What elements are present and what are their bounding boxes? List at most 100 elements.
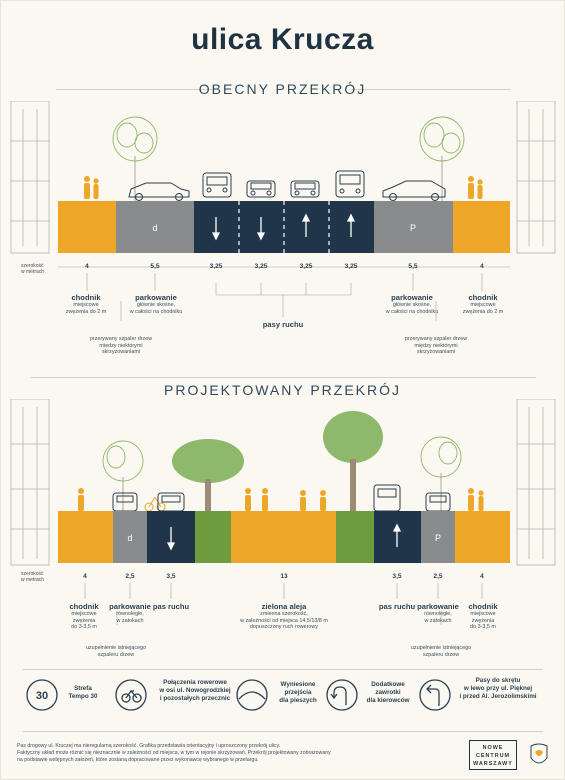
parking-left	[113, 511, 147, 563]
divider	[23, 669, 543, 670]
projected-parking-left-sub: równoległe, w zatokach	[116, 611, 144, 624]
car-front-3	[290, 180, 320, 198]
current-trees-right-note: przerywany szpaler drzew między niektóry…	[404, 336, 468, 356]
current-sidewalk-right-sub: miejscowe zwężenia do 2 m	[462, 302, 504, 315]
current-cross-section: d P	[10, 101, 556, 268]
projected-cross-section: d P	[10, 399, 556, 566]
pedestrians-left	[84, 176, 99, 199]
alley-green-left	[195, 511, 231, 563]
lane-arrows	[166, 523, 402, 551]
sidewalk-left	[58, 511, 113, 563]
car-side-left	[128, 182, 190, 201]
tree-left	[112, 116, 158, 201]
width-value: 3,25	[254, 263, 268, 270]
legend-uturns: Dodatkowe zawrotki dla kierowców	[366, 681, 410, 704]
current-leader-lines	[86, 273, 483, 321]
legend-bike: Połączenia rowerowe w osi ul. Nowogrodzk…	[159, 679, 231, 702]
pedestrians-right	[468, 488, 484, 511]
current-parking-right-sub: głównie skośne, w całości na chodniku	[385, 302, 439, 315]
current-sidewalk-left-sub: miejscowe zwężenia do 2 m	[65, 302, 107, 315]
width-value: 3,25	[299, 263, 313, 270]
legend-icons: 30	[26, 679, 451, 711]
projected-alley-title: zielona aleja	[261, 602, 307, 611]
car-front-lane-right	[373, 484, 401, 512]
divider	[31, 377, 536, 378]
sidewalk-left	[58, 201, 116, 253]
van-front	[335, 170, 365, 198]
width-value: 5,5	[150, 263, 160, 270]
building-left	[10, 101, 50, 254]
alley-walk	[231, 511, 336, 563]
projected-lane-left-title: pas ruchu	[152, 602, 190, 611]
legend-tempo30: Strefa Tempo 30	[68, 685, 98, 700]
projected-section-title: PROJEKTOWANY PRZEKRÓJ	[164, 382, 401, 398]
legend-crossings: Wyniesione przejścia dla pieszych	[279, 681, 317, 704]
legend-left-turn: Pasy do skrętu w lewo przy ul. Pięknej i…	[459, 677, 537, 700]
width-value: 3,25	[344, 263, 358, 270]
page-title: ulica Krucza	[191, 23, 374, 56]
building-right	[516, 101, 556, 254]
projected-parking-right-title: parkowanie	[417, 602, 459, 611]
building-left	[10, 399, 50, 566]
current-section-title: OBECNY PRZEKRÓJ	[198, 81, 367, 97]
cyclist	[144, 496, 166, 512]
width-value: 13	[280, 573, 288, 580]
footer-note: Pas drogowy ul. Kruczej ma nieregularną …	[17, 743, 331, 764]
building-right	[516, 399, 556, 566]
projected-parking-left-title: parkowanie	[109, 602, 151, 611]
current-width-caption: szerokość w metrach	[21, 263, 45, 275]
raised-crossing-icon	[236, 679, 268, 711]
width-value: 5,5	[408, 263, 418, 270]
current-lanes-title: pasy ruchu	[262, 320, 304, 329]
car-side-right	[382, 180, 446, 201]
divider	[23, 731, 543, 732]
speed-30-icon	[26, 679, 58, 711]
parking-left	[116, 201, 194, 253]
tree-outline-left	[102, 440, 144, 511]
projected-width-caption: szerokość w metrach	[21, 571, 45, 583]
car-front-2	[246, 180, 276, 198]
projected-trees-right-note: uzupełnienie istniejącego szpaleru drzew	[410, 645, 472, 658]
tree-outline-right	[420, 436, 462, 511]
parking-right	[421, 511, 455, 563]
parking-sign-left: d	[152, 223, 157, 233]
projected-alley-sub: zmienna szerokość, w zależności od miejs…	[240, 611, 328, 631]
logo-nowe-centrum-warszawy: NOWE CENTRUM WARSZAWY	[469, 740, 517, 770]
bicycle-icon	[115, 679, 147, 711]
current-sidewalk-left-title: chodnik	[71, 293, 101, 302]
car-front-lane-left	[157, 492, 185, 512]
car-front-1	[202, 172, 232, 198]
current-parking-right-title: parkowanie	[391, 293, 433, 302]
projected-lane-right-title: pas ruchu	[378, 602, 416, 611]
current-sidewalk-right-title: chodnik	[468, 293, 498, 302]
projected-sidewalk-left-title: chodnik	[69, 602, 99, 611]
divider	[56, 89, 216, 90]
projected-leader-lines	[84, 583, 483, 625]
pedestrians-left	[78, 488, 84, 511]
width-value: 4	[83, 573, 87, 580]
alley-tree-2	[323, 411, 383, 511]
width-value: 4	[85, 263, 89, 270]
projected-sidewalk-left-sub: miejscowe zwężenia do 3-3,5 m	[71, 611, 97, 631]
car-front-parking-right	[425, 492, 451, 512]
width-value: 4	[480, 263, 484, 270]
parking-sign-left: d	[127, 533, 132, 543]
u-turn-icon	[326, 679, 358, 711]
projected-trees-left-note: uzupełnienie istniejącego szpaleru drzew	[85, 645, 147, 658]
width-value: 3,25	[209, 263, 223, 270]
car-front-parking-left	[112, 492, 138, 512]
current-trees-left-note: przerywany szpaler drzew między niektóry…	[89, 336, 153, 356]
city-crest-icon	[530, 743, 548, 764]
projected-sidewalk-right-sub: miejscowe zwężenia do 3-3,5 m	[470, 611, 496, 631]
sidewalk-right	[455, 511, 510, 563]
width-value: 2,5	[125, 573, 135, 580]
width-value: 3,5	[166, 573, 176, 580]
parking-sign-right: P	[410, 223, 416, 233]
pedestrians-right	[468, 176, 483, 199]
current-parking-left-sub: głównie skośne, w całości na chodniku	[129, 302, 183, 315]
width-value: 3,5	[392, 573, 402, 580]
left-turn-arrow-icon	[419, 679, 451, 711]
lane-arrows	[211, 213, 356, 241]
alley-tree-1	[172, 439, 244, 511]
